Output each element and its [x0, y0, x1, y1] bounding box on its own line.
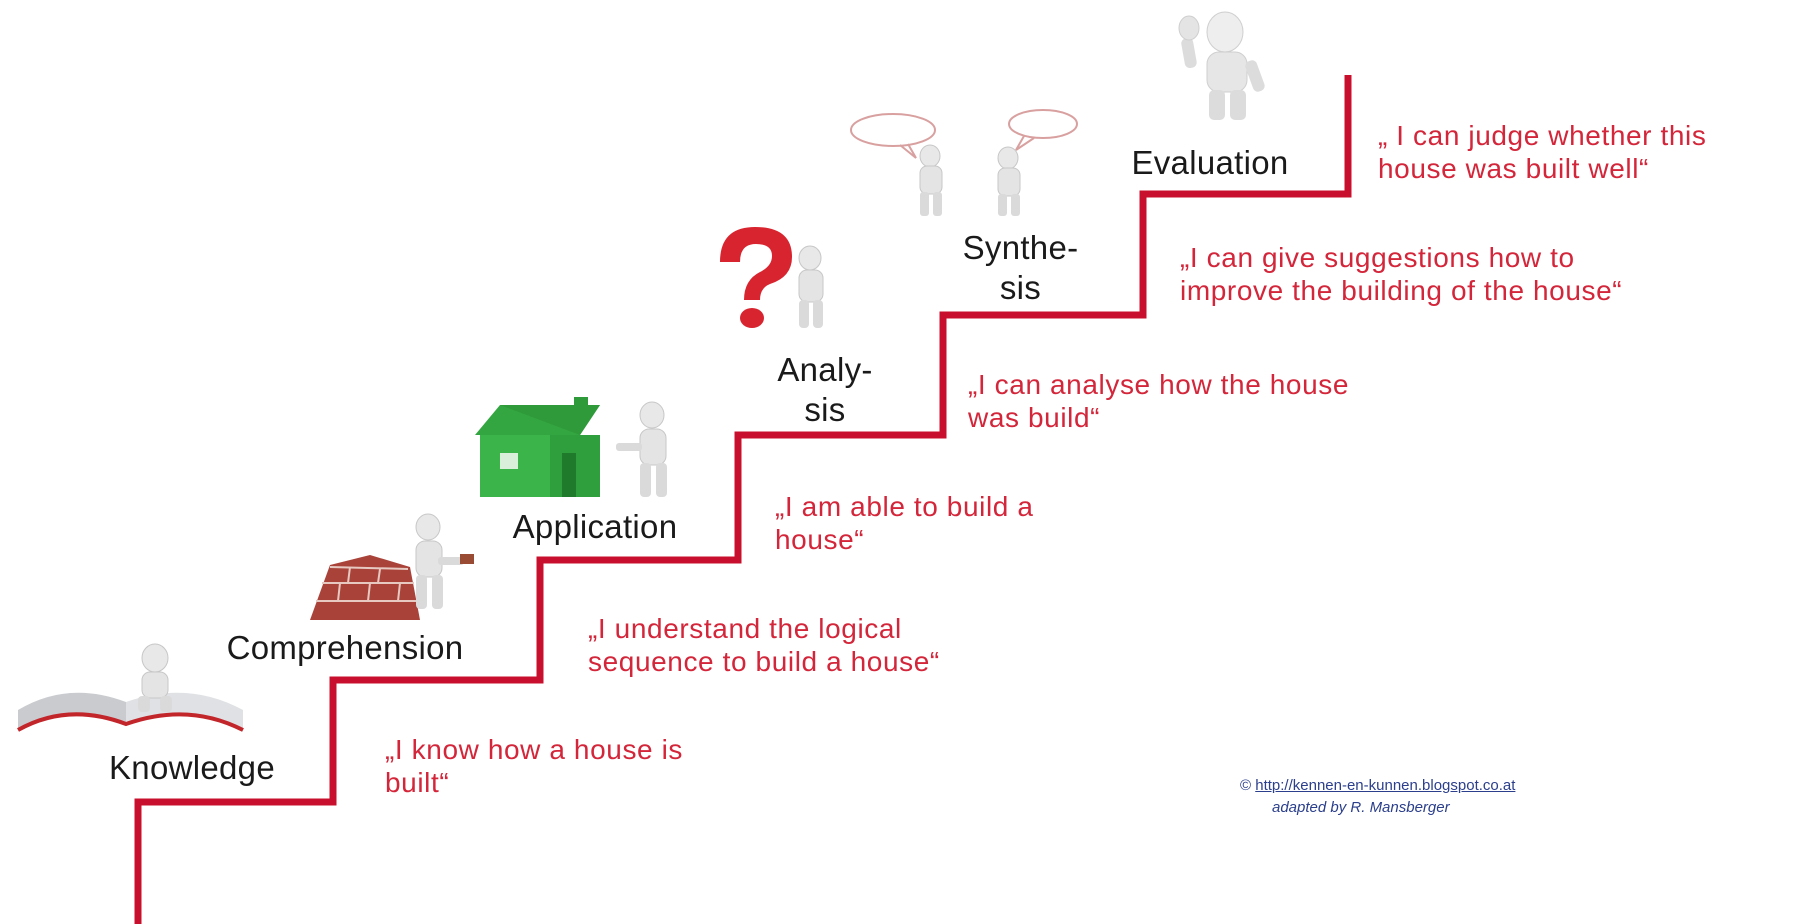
level-label-analysis: Analy- sis — [750, 350, 900, 430]
quote-knowledge-line1: „I know how a house is — [385, 734, 684, 765]
quote-synthesis-line2: improve the building of the house“ — [1180, 275, 1623, 306]
credit-link[interactable]: http://kennen-en-kunnen.blogspot.co.at — [1255, 777, 1516, 794]
quote-application-line1: „I am able to build a — [775, 491, 1034, 522]
level-label-application: Application — [512, 508, 678, 545]
talking-figures-icon — [850, 109, 1078, 216]
book-figure-icon — [17, 643, 244, 732]
credit-block: © http://kennen-en-kunnen.blogspot.co.at… — [1240, 775, 1515, 819]
quote-evaluation: „ I can judge whether this house was bui… — [1378, 119, 1706, 185]
level-label-comprehension: Comprehension — [226, 629, 464, 666]
copyright-symbol: © — [1240, 777, 1252, 794]
quote-synthesis: „I can give suggestions how to improve t… — [1180, 241, 1622, 307]
quote-synthesis-line1: „I can give suggestions how to — [1180, 242, 1575, 273]
quote-knowledge-line2: built“ — [385, 767, 450, 798]
quote-analysis: „I can analyse how the house was build“ — [968, 368, 1349, 434]
brick-wall-figure-icon — [310, 513, 474, 620]
level-label-analysis-line2: sis — [804, 391, 846, 428]
credit-adapted-by: adapted by R. Mansberger — [1272, 799, 1450, 816]
quote-evaluation-line1: „ I can judge whether this — [1378, 120, 1707, 151]
quote-analysis-line2: was build“ — [968, 402, 1101, 433]
level-label-synthesis: Synthe- sis — [938, 228, 1103, 308]
level-label-knowledge: Knowledge — [109, 749, 275, 786]
question-mark-figure-icon — [720, 227, 824, 328]
quote-comprehension-line1: „I understand the logical — [588, 613, 902, 644]
level-label-analysis-line1: Analy- — [777, 351, 873, 388]
level-label-synthesis-line2: sis — [999, 269, 1042, 306]
level-label-synthesis-line1: Synthe- — [962, 229, 1079, 266]
green-house-figure-icon — [475, 397, 667, 497]
quote-analysis-line1: „I can analyse how the house — [968, 369, 1350, 400]
quote-comprehension: „I understand the logical sequence to bu… — [588, 612, 940, 678]
level-label-evaluation: Evaluation — [1131, 144, 1289, 181]
quote-knowledge: „I know how a house is built“ — [385, 733, 683, 799]
quote-application-line2: house“ — [775, 524, 865, 555]
quote-application: „I am able to build a house“ — [775, 490, 1034, 556]
staircase-line — [134, 75, 1352, 924]
quote-comprehension-line2: sequence to build a house“ — [588, 646, 940, 677]
quote-evaluation-line2: house was built well“ — [1378, 153, 1649, 184]
thumbs-up-figure-icon — [1178, 11, 1265, 120]
